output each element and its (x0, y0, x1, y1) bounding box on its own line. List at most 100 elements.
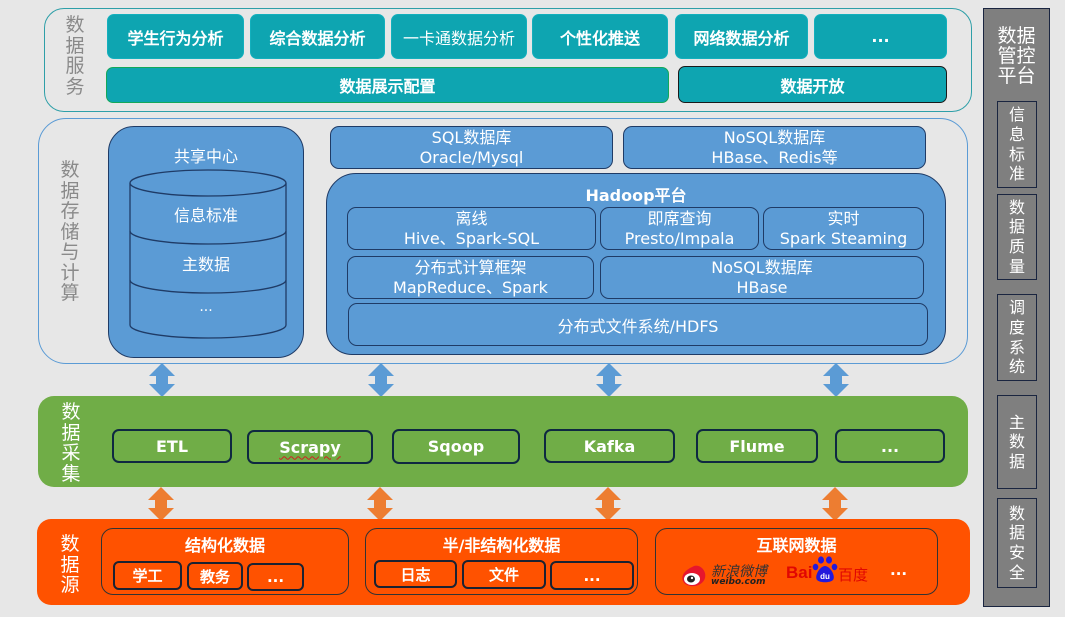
weibo-en-text: weibo.com (711, 577, 766, 587)
governance-title-line: 管控 (997, 44, 1036, 67)
gov-char: 调 (1008, 298, 1025, 318)
app-network-analysis[interactable]: 网络数据分析 (675, 14, 808, 59)
governance-data-security[interactable]: 数 据 安 全 (997, 498, 1037, 588)
internet-data-title: 互联网数据 (756, 536, 837, 555)
hadoop-hdfs[interactable]: 分布式文件系统/HDFS (348, 303, 928, 346)
label-char: 务 (65, 75, 85, 98)
adhoc-title: 即席查询 (647, 208, 712, 228)
weibo-cn-text: 新浪微博 (711, 564, 767, 580)
governance-scheduling[interactable]: 调 度 系 统 (997, 294, 1037, 381)
hadoop-nosql[interactable]: NoSQL数据库 HBase (600, 256, 924, 299)
nosql-database-box[interactable]: NoSQL数据库 HBase、Redis等 (623, 126, 926, 169)
nosql-db-title: NoSQL数据库 (723, 127, 826, 147)
source-files[interactable]: 文件 (462, 560, 546, 589)
app-campus-card[interactable]: 一卡通数据分析 (391, 14, 527, 59)
baidu-du-text: du (820, 572, 830, 581)
gov-char: 度 (1008, 317, 1025, 337)
hadoop-offline[interactable]: 离线 Hive、Spark-SQL (347, 207, 596, 250)
governance-data-quality[interactable]: 数 据 质 量 (997, 194, 1037, 280)
gov-char: 质 (1008, 237, 1025, 256)
data-service-label: 数 据 服 务 (60, 15, 90, 97)
label-char: 集 (61, 462, 81, 485)
blue-double-arrow-icon (596, 363, 622, 397)
label-char: 据 (65, 34, 85, 57)
governance-title: 数据 管控 平台 (983, 25, 1050, 87)
baidu-logo[interactable]: Bai du 百度 (786, 556, 870, 586)
orange-double-arrow-icon (822, 487, 848, 521)
label-char: 储 (60, 220, 80, 243)
label-char: 计 (60, 261, 80, 284)
label-char: 数 (60, 533, 80, 555)
sql-database-box[interactable]: SQL数据库 Oracle/Mysql (330, 126, 613, 169)
gov-char: 据 (1008, 523, 1025, 543)
display-config-button[interactable]: 数据展示配置 (106, 67, 669, 103)
gov-char: 系 (1008, 337, 1025, 357)
adhoc-tools: Presto/Impala (624, 228, 735, 248)
gov-char: 全 (1008, 562, 1025, 582)
app-more[interactable]: ... (814, 14, 947, 59)
data-governance-platform (983, 8, 1050, 607)
hadoop-nosql-title: NoSQL数据库 (711, 257, 813, 277)
gov-char: 安 (1008, 543, 1025, 562)
hadoop-compute-framework[interactable]: 分布式计算框架 MapReduce、Spark (347, 256, 594, 299)
hadoop-realtime[interactable]: 实时 Spark Steaming (763, 207, 924, 250)
tool-kafka[interactable]: Kafka (544, 429, 675, 463)
sql-db-products: Oracle/Mysql (419, 147, 524, 167)
governance-title-line: 数据 (997, 25, 1036, 47)
app-personalized-push[interactable]: 个性化推送 (532, 14, 668, 59)
compute-title: 分布式计算框架 (414, 257, 527, 277)
source-logs[interactable]: 日志 (374, 560, 457, 588)
blue-double-arrow-icon (823, 363, 849, 397)
tool-scrapy-label: Scrapy (279, 437, 341, 457)
semi-structured-data-title: 半/非结构化数据 (442, 536, 561, 555)
label-char: 据 (61, 421, 81, 444)
hadoop-adhoc-query[interactable]: 即席查询 Presto/Impala (600, 207, 759, 250)
app-integrated-analysis[interactable]: 综合数据分析 (250, 14, 385, 59)
tool-etl[interactable]: ETL (112, 429, 232, 463)
internet-more[interactable]: ... (890, 561, 908, 579)
data-service-layer (44, 8, 972, 112)
database-cylinder-icon (129, 169, 287, 339)
offline-tools: Hive、Spark-SQL (403, 228, 540, 248)
app-student-behavior[interactable]: 学生行为分析 (107, 14, 244, 59)
cylinder-master-data: 主数据 (181, 255, 230, 274)
tool-sqoop[interactable]: Sqoop (392, 429, 520, 464)
tool-flume[interactable]: Flume (696, 429, 818, 463)
weibo-logo[interactable]: 新浪微博 weibo.com (680, 561, 770, 589)
label-char: 据 (60, 553, 80, 576)
gov-char: 标 (1008, 144, 1025, 164)
offline-title: 离线 (455, 208, 488, 228)
source-semi-more[interactable]: ... (550, 561, 634, 590)
gov-char: 准 (1008, 164, 1025, 184)
structured-data-group: 结构化数据 (101, 528, 349, 595)
label-char: 数 (60, 159, 80, 181)
compute-tools: MapReduce、Spark (393, 277, 548, 297)
tool-more[interactable]: ... (835, 429, 945, 463)
structured-data-title: 结构化数据 (184, 536, 265, 555)
realtime-title: 实时 (827, 208, 860, 228)
share-center[interactable]: 共享中心 信息标准 主数据 ... (108, 126, 304, 358)
baidu-paw-icon: du (812, 556, 838, 583)
governance-master-data[interactable]: 主 数 据 (997, 395, 1037, 489)
gov-char: 数 (1008, 432, 1025, 452)
governance-info-standard[interactable]: 信 息 标 准 (997, 101, 1037, 188)
label-char: 算 (60, 282, 80, 305)
gov-char: 息 (1008, 124, 1025, 144)
data-source-label: 数 据 源 (58, 534, 82, 596)
gov-char: 信 (1008, 105, 1025, 125)
label-char: 源 (60, 574, 80, 597)
cylinder-more: ... (199, 299, 213, 315)
source-academic-affairs[interactable]: 教务 (187, 562, 243, 590)
source-structured-more[interactable]: ... (247, 563, 304, 591)
baidu-en-text: Bai (786, 563, 813, 582)
gov-char: 据 (1008, 217, 1025, 237)
orange-double-arrow-icon (367, 487, 393, 521)
label-char: 据 (60, 179, 80, 202)
source-student-affairs[interactable]: 学工 (113, 561, 182, 590)
tool-scrapy[interactable]: Scrapy (247, 430, 373, 464)
sql-db-title: SQL数据库 (431, 127, 512, 147)
data-collection-label: 数 据 采 集 (59, 402, 83, 486)
orange-double-arrow-icon (595, 487, 621, 521)
label-char: 存 (60, 200, 80, 223)
data-open-button[interactable]: 数据开放 (678, 66, 947, 103)
